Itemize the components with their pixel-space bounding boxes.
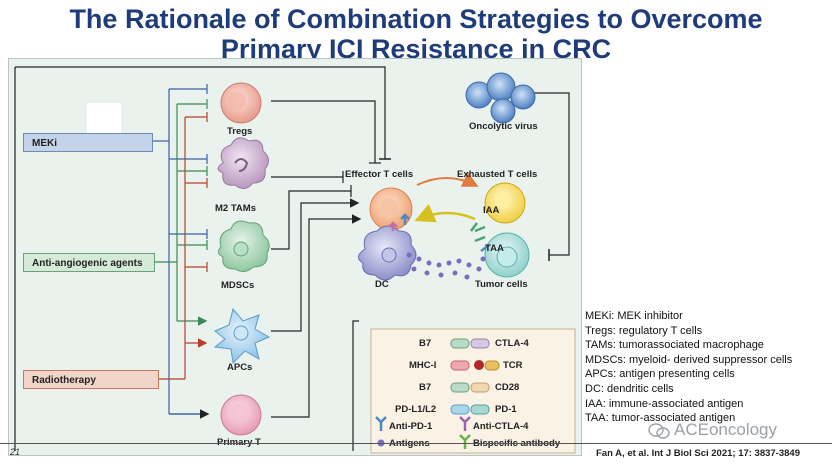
figure-diagram: [14, 66, 576, 454]
tumor-cell-icon: [484, 232, 530, 278]
abbrev-item: APCs: antigen presenting cells: [585, 368, 735, 381]
abbrev-item: IAA: immune-associated antigen: [585, 397, 744, 410]
apcs-cell-icon: [213, 307, 271, 365]
watermark-text: ACEoncology: [674, 420, 778, 439]
abbrev-item: TAMs: tumorassociated macrophage: [585, 339, 764, 352]
tregs-cell-icon: [220, 82, 262, 124]
legend-pd1: PD-1: [495, 404, 517, 415]
blank-overlay-box: [87, 103, 121, 137]
legend-mhc1: MHC-I: [409, 360, 437, 371]
mdscs-cell-icon: [217, 220, 270, 273]
abbrev-item: DC: dendritic cells: [585, 382, 674, 395]
exhausted-t-cells-label: Exhausted T cells: [457, 169, 538, 180]
abbrev-item: MEKi: MEK inhibitor: [585, 310, 683, 322]
title-line-1: The Rationale of Combination Strategies …: [69, 4, 763, 34]
taa-label: TAA: [485, 243, 504, 254]
slide-number: 21: [10, 447, 21, 457]
tumor-cells-label: Tumor cells: [475, 279, 528, 290]
effector-t-cells-label: Effector T cells: [345, 169, 414, 180]
citation: Fan A, et al. Int J Biol Sci 2021; 17: 3…: [596, 448, 800, 459]
abbrev-item: MDSCs: myeloid- derived suppressor cells: [585, 353, 793, 366]
radiotherapy-label: Radiotherapy: [23, 370, 159, 389]
mechanism-figure: MEKi Anti-angiogenic agents Radiotherapy…: [8, 58, 582, 456]
legend-cd28: CD28: [495, 382, 520, 393]
exhausted-t-cell-icon: [484, 182, 526, 224]
primary-t-label: Primary T: [217, 437, 261, 448]
primary-t-cell-icon: [220, 394, 262, 436]
tregs-label: Tregs: [227, 126, 253, 137]
anti-angiogenic-label: Anti-angiogenic agents: [23, 253, 155, 272]
legend-receptor-glyphs: [375, 338, 500, 449]
m2-tams-label: M2 TAMs: [215, 203, 256, 214]
abbreviation-list: MEKi: MEK inhibitor Tregs: regulatory T …: [585, 309, 792, 426]
legend-b7-2: B7: [419, 382, 432, 393]
legend-pdl: PD-L1/L2: [395, 404, 437, 415]
abbrev-item: Tregs: regulatory T cells: [585, 324, 703, 337]
oncolytic-virus-icon: [465, 72, 536, 124]
legend-b7-1: B7: [419, 338, 432, 349]
footer-divider: [0, 443, 832, 444]
m2-tams-cell-icon: [217, 137, 269, 189]
oncolytic-virus-label: Oncolytic virus: [469, 121, 538, 132]
legend-tcr: TCR: [503, 360, 523, 371]
legend-anti-ctla4: Anti-CTLA-4: [473, 421, 529, 432]
dc-label: DC: [375, 279, 389, 290]
apcs-label: APCs: [227, 362, 253, 373]
mdscs-label: MDSCs: [221, 280, 255, 291]
iaa-label: IAA: [483, 205, 500, 216]
watermark: ACEoncology: [648, 420, 777, 440]
slide-title: The Rationale of Combination Strategies …: [0, 4, 832, 64]
dc-cell-icon: [358, 225, 417, 281]
legend-ctla4: CTLA-4: [495, 338, 529, 349]
meki-label: MEKi: [23, 133, 153, 152]
abbrev-item: TAA: tumor-associated antigen: [585, 412, 736, 425]
legend-anti-pd1: Anti-PD-1: [389, 421, 433, 432]
wechat-icon: [648, 422, 670, 439]
